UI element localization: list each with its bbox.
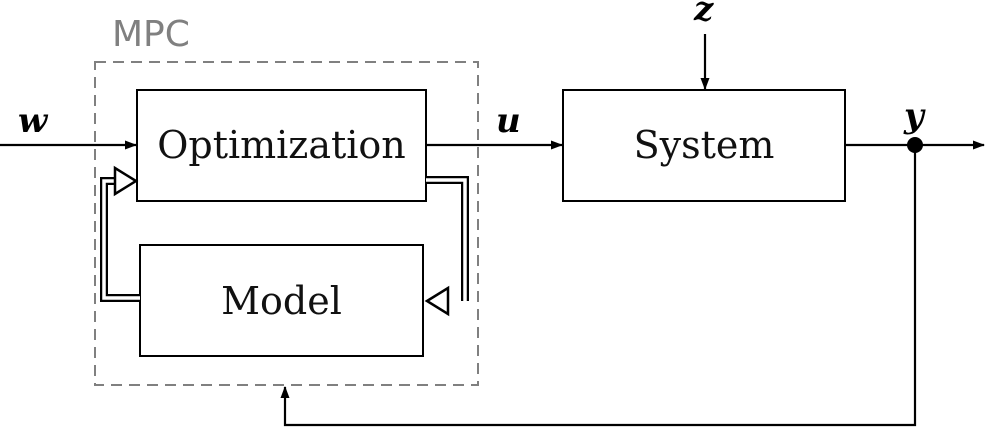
optimization-label: Optimization xyxy=(157,123,406,167)
feedback-arrow xyxy=(280,145,917,427)
model-block xyxy=(139,244,424,357)
reference-signal-label: w xyxy=(18,101,49,141)
optimization-block xyxy=(136,89,427,202)
system-block xyxy=(562,89,846,202)
output-label: y xyxy=(903,96,926,136)
control-input-label: u xyxy=(496,101,521,141)
mpc-group-frame xyxy=(94,61,479,386)
model-to-optimization-arrow xyxy=(100,165,140,302)
optimization-to-model-arrow xyxy=(424,176,469,317)
disturbance-label: z xyxy=(693,0,714,29)
system-label: System xyxy=(634,123,775,167)
model-label: Model xyxy=(221,279,342,323)
mpc-group-label: MPC xyxy=(112,14,190,55)
